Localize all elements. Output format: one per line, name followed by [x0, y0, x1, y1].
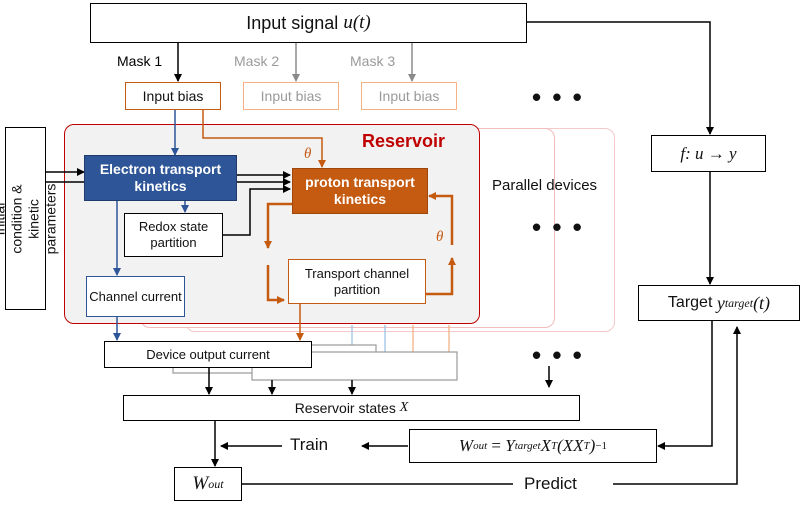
formula-x: X: [540, 436, 551, 455]
input-signal-symbol: u(t): [343, 12, 371, 33]
formula-y-sub: target: [514, 440, 541, 452]
parallel-devices-label: Parallel devices: [492, 177, 598, 194]
ellipsis-middle: • • •: [532, 212, 584, 242]
transport-channel-box: Transport channel partition: [288, 259, 426, 304]
formula-sup-t1: T: [550, 440, 558, 452]
redox-state-label: Redox state partition: [138, 219, 209, 250]
formula-paren: (XX: [557, 436, 584, 455]
formula-sup-inv: −1: [595, 440, 608, 452]
proton-transport-label: proton transport kinetics: [305, 174, 415, 207]
train-label: Train: [290, 435, 329, 454]
proton-transport-box: proton transport kinetics: [292, 168, 428, 214]
reservoir-states-symbol: X: [399, 400, 409, 415]
input-bias-box-3: Input bias: [361, 82, 457, 110]
target-y-tail: (t): [753, 292, 771, 313]
function-label: f: u → y: [680, 143, 737, 163]
device-output-current-label: Device output current: [146, 347, 270, 362]
function-box: f: u → y: [651, 135, 766, 172]
input-signal-box: Input signal u(t): [90, 3, 527, 43]
formula-y: Y: [505, 436, 515, 455]
input-bias-1-label: Input bias: [142, 88, 204, 104]
predict-label: Predict: [524, 474, 577, 493]
channel-current-box: Channel current: [86, 276, 185, 317]
reservoir-title: Reservoir: [362, 131, 446, 151]
formula-eq: =: [487, 436, 506, 455]
w-out-main: W: [192, 473, 209, 494]
formula-w: W: [458, 436, 474, 455]
input-bias-box-1: Input bias: [125, 82, 221, 110]
mask-2-label: Mask 2: [234, 53, 280, 69]
theta-right-label: θ: [436, 229, 444, 245]
reservoir-states-text: Reservoir states: [294, 400, 396, 416]
input-bias-2-label: Input bias: [260, 88, 322, 104]
transport-channel-label: Transport channel partition: [304, 265, 410, 297]
input-bias-box-2: Input bias: [243, 82, 339, 110]
formula-sup-t2: T: [583, 440, 590, 452]
device-output-current-box: Device output current: [104, 341, 312, 368]
initial-condition-label: Initial condition & kinetic parameters: [0, 183, 59, 254]
electron-transport-label: Electron transport kinetics: [99, 161, 222, 194]
electron-transport-box: Electron transport kinetics: [84, 155, 237, 201]
channel-current-label: Channel current: [89, 288, 182, 304]
reservoir-states-box: Reservoir states X: [123, 395, 580, 421]
target-y: y: [716, 292, 725, 313]
input-bias-3-label: Input bias: [378, 88, 440, 104]
ellipsis-top: • • •: [532, 82, 584, 112]
w-out-sub: out: [208, 476, 224, 491]
redox-state-box: Redox state partition: [124, 213, 223, 257]
formula-w-sub: out: [473, 440, 488, 452]
input-signal-text: Input signal: [246, 12, 339, 33]
theta-top-label: θ: [304, 146, 312, 162]
mask-3-label: Mask 3: [350, 53, 396, 69]
target-y-sub: target: [724, 295, 754, 310]
formula-close: ): [589, 436, 596, 455]
mask-1-label: Mask 1: [117, 53, 163, 69]
target-text: Target: [667, 294, 713, 311]
initial-condition-box: Initial condition & kinetic parameters: [0, 127, 59, 310]
ellipsis-bottom: • • •: [532, 340, 584, 370]
